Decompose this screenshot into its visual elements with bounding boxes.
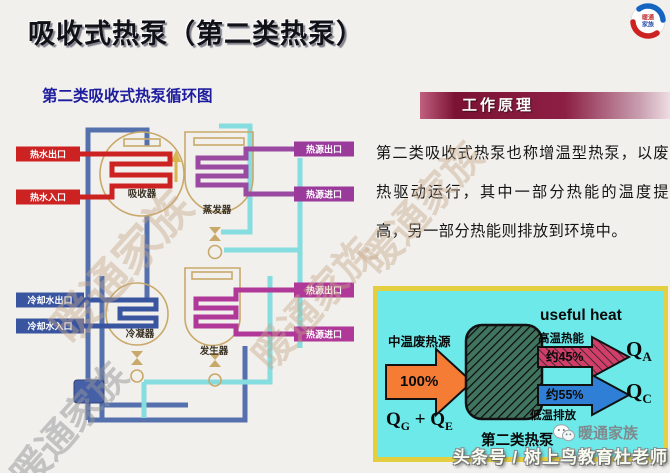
svg-text:暖通: 暖通 xyxy=(642,14,654,22)
absorber-vessel xyxy=(99,131,185,217)
absorber-label: 吸收器 xyxy=(128,188,157,200)
low-temp-percent: 约55% xyxy=(546,388,584,402)
evaporator-coil xyxy=(195,146,294,197)
vapor-arrow-icon xyxy=(171,150,181,182)
box-watermark: 暖通家族 xyxy=(553,422,638,443)
cooling-water-coil xyxy=(84,297,159,329)
port-cooling-water-in: 冷却水入口 xyxy=(16,318,84,334)
generator-label: 发生器 xyxy=(199,345,229,357)
qa-label: QA xyxy=(626,337,652,365)
port-cooling-water-out: 冷却水出口 xyxy=(16,292,84,308)
high-temp-arrow xyxy=(537,335,632,379)
energy-diagram-shapes xyxy=(385,323,632,421)
svg-text:家族: 家族 xyxy=(642,21,655,29)
svg-text:热水入口: 热水入口 xyxy=(30,192,66,203)
port-heat-source-in-top: 热源进口 xyxy=(294,186,354,202)
evaporator-label: 蒸发器 xyxy=(203,204,232,216)
generator-vessel xyxy=(184,267,241,347)
svg-text:冷却水入口: 冷却水入口 xyxy=(27,321,72,332)
port-heat-source-out-bottom: 热源出口 xyxy=(294,282,354,298)
svg-text:冷却水出口: 冷却水出口 xyxy=(27,295,72,306)
qc-label: QC xyxy=(626,379,652,407)
footer-credit: 头条号 / 树上鸟教育杜老师 xyxy=(452,448,668,467)
evaporator-vessel xyxy=(184,131,254,213)
principle-header: 工作原理 xyxy=(420,92,670,119)
useful-heat-label: useful heat xyxy=(540,307,622,324)
solution-pump-block xyxy=(73,379,105,404)
generator-coil xyxy=(193,287,294,337)
port-heat-source-out-top: 热源出口 xyxy=(294,141,354,157)
input-heat-label: 中温废热源 xyxy=(388,335,451,349)
cycle-diagram-title: 第二类吸收式热泵循环图 xyxy=(42,88,213,105)
low-temp-label: 低温排放 xyxy=(530,410,576,422)
svg-text:热源出口: 热源出口 xyxy=(306,285,342,296)
valves-and-pumps xyxy=(130,227,223,387)
page-title: 吸收式热泵（第二类热泵） xyxy=(28,19,364,49)
hot-water-coil xyxy=(80,151,173,200)
port-hot-water-in: 热水入口 xyxy=(16,189,80,205)
input-arrow xyxy=(385,346,474,418)
high-temp-percent: 约45% xyxy=(546,350,584,364)
heat-pump-block xyxy=(464,323,544,421)
low-temp-arrow xyxy=(537,373,632,417)
svg-text:热源进口: 热源进口 xyxy=(306,329,342,340)
energy-caption: 第二类热泵 xyxy=(481,433,554,449)
vessel-outlines xyxy=(99,131,254,347)
svg-text:热源进口: 热源进口 xyxy=(306,189,342,200)
input-percent: 100% xyxy=(400,373,439,390)
wechat-icon xyxy=(553,423,575,441)
high-temp-label: 高温热能 xyxy=(538,333,584,345)
condenser-label: 冷凝器 xyxy=(126,328,155,340)
brand-logo-icon: 暖通 家族 xyxy=(630,3,666,39)
cycle-diagram: 热水出口 热水入口 热源出口 热源进口 冷却水出口 冷却水入口 热源出口 xyxy=(16,123,354,423)
port-heat-source-in-bottom: 热源进口 xyxy=(294,326,354,342)
principle-body: 第二类吸收式热泵也称增温型热泵，以废热驱动运行，其中一部分热能的温度提高，另一部… xyxy=(376,145,669,240)
box-watermark-text: 暖通家族 xyxy=(578,425,639,442)
svg-text:热源出口: 热源出口 xyxy=(306,144,342,155)
energy-diagram: 中温废热源 100% QG + QE useful heat 高温热能 约45%… xyxy=(373,286,668,462)
svg-text:热水出口: 热水出口 xyxy=(30,149,66,160)
input-formula: QG + QE xyxy=(386,409,453,433)
port-hot-water-out: 热水出口 xyxy=(16,146,80,162)
condenser-vessel xyxy=(105,282,169,346)
